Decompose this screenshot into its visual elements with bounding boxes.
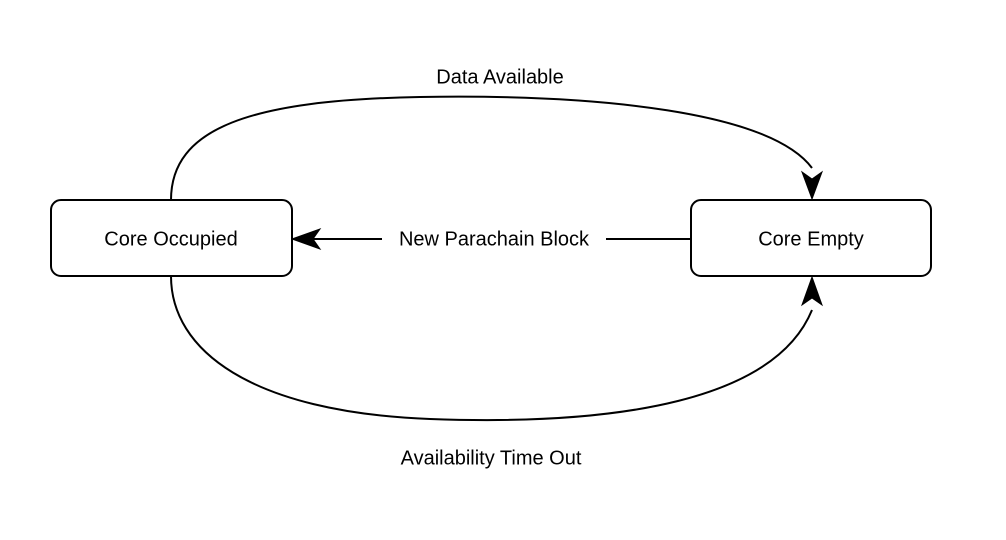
- core-occupied-box: [50, 199, 293, 277]
- edge-label-data-available: Data Available: [436, 66, 564, 88]
- core-empty-box: [690, 199, 932, 277]
- core-occupied-label: Core Occupied: [104, 228, 237, 250]
- edge-new-parachain-block[interactable]: [290, 228, 691, 250]
- state-node-core-occupied[interactable]: Core Occupied: [50, 199, 293, 277]
- edge-label-data-available-backdrop: [412, 63, 588, 91]
- edge-label-availability-time-out-group: Availability Time Out: [376, 445, 614, 473]
- edge-label-new-parachain-block-backdrop: [382, 225, 606, 253]
- edge-new-parachain-block-arrowhead: [290, 228, 322, 250]
- edge-label-availability-time-out-backdrop: [376, 445, 614, 473]
- edge-label-new-parachain-block-group: New Parachain Block: [382, 225, 606, 253]
- edge-label-data-available-group: Data Available: [412, 63, 588, 91]
- state-node-core-empty[interactable]: Core Empty: [690, 199, 932, 277]
- edge-label-availability-time-out: Availability Time Out: [401, 447, 582, 469]
- core-empty-label: Core Empty: [758, 228, 864, 250]
- edge-label-new-parachain-block: New Parachain Block: [399, 228, 590, 250]
- edge-data-available[interactable]: [170, 95, 824, 201]
- edge-data-available-path: [170, 95, 813, 201]
- edge-availability-time-out[interactable]: [170, 275, 823, 422]
- edge-data-available-arrowhead: [800, 170, 824, 201]
- edge-availability-time-out-path: [170, 275, 813, 422]
- edge-availability-time-out-arrowhead: [801, 275, 823, 307]
